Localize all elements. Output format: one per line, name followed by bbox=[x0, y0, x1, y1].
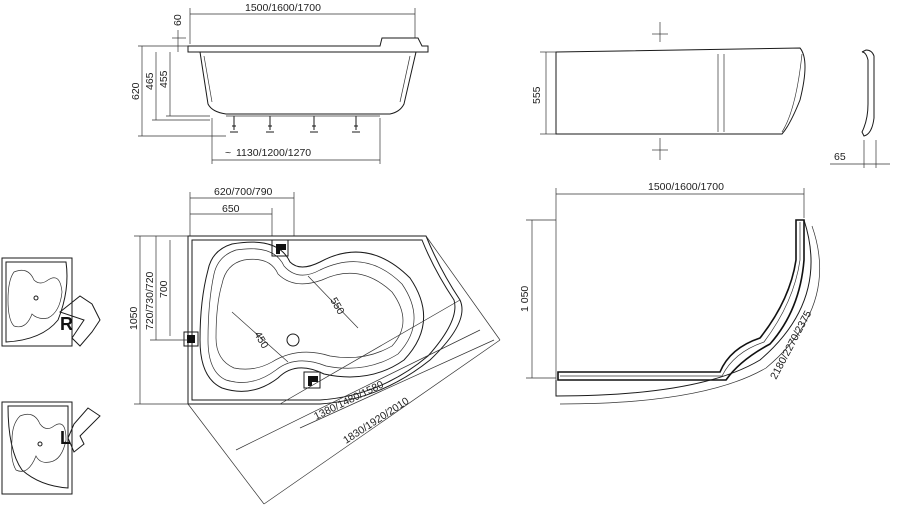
height-a-label: 465 bbox=[144, 72, 156, 90]
overflow-icon bbox=[183, 331, 199, 347]
variant-left-label: L bbox=[60, 428, 71, 448]
plan-depth-a-label: 720/730/720 bbox=[144, 271, 156, 330]
variant-right: R bbox=[1, 257, 101, 347]
bottom-width-label: 1130/1200/1270 bbox=[236, 147, 311, 159]
arrow-left-icon bbox=[67, 407, 101, 453]
plan-width-b-label: 650 bbox=[222, 203, 240, 215]
inner-b-label: 450 bbox=[251, 330, 270, 351]
panel-plan: 1500/1600/1700 1 050 2180/2270/2375 bbox=[519, 181, 821, 405]
panel-plan-width-label: 1500/1600/1700 bbox=[648, 181, 724, 193]
faucet-icon bbox=[271, 239, 289, 257]
plan-width-a-label: 620/700/790 bbox=[214, 186, 273, 198]
drain-icon bbox=[286, 333, 300, 347]
panel-plan-depth-label: 1 050 bbox=[519, 286, 531, 312]
side-elevation: 1500/1600/1700 60 620 465 455 bbox=[130, 2, 429, 164]
plan-view: 620/700/790 650 450 550 1050 720/730/720… bbox=[128, 186, 501, 505]
panel-height-label: 555 bbox=[531, 86, 543, 104]
panel-depth-label: 65 bbox=[834, 151, 846, 163]
panel-arc-label: 2180/2270/2375 bbox=[768, 309, 814, 382]
height-b-label: 455 bbox=[158, 70, 170, 88]
tilde-icon: ~ bbox=[225, 147, 231, 159]
width-label: 1500/1600/1700 bbox=[245, 2, 321, 14]
variant-right-label: R bbox=[60, 314, 73, 334]
plan-depth-b-label: 700 bbox=[158, 280, 170, 298]
legs bbox=[226, 115, 380, 133]
variant-left: L bbox=[1, 401, 101, 495]
plan-depth-total-label: 1050 bbox=[128, 306, 140, 330]
height-total-label: 620 bbox=[130, 82, 142, 100]
arrow-right-icon bbox=[58, 295, 101, 347]
rim-label: 60 bbox=[172, 14, 184, 26]
panel-elevation: 555 65 bbox=[531, 22, 890, 168]
faucet-icon-2 bbox=[303, 371, 321, 389]
